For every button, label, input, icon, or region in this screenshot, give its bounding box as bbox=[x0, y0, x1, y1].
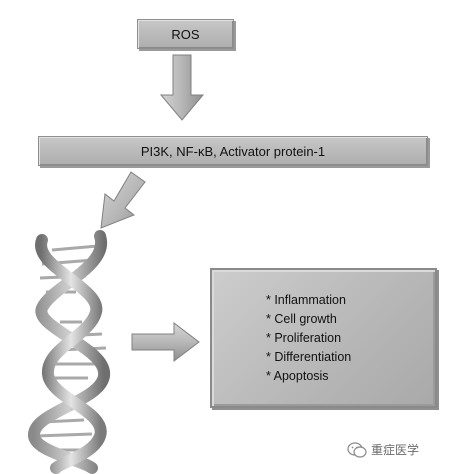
outcome-item: * Differentiation bbox=[266, 350, 352, 364]
outcome-item: * Inflammation bbox=[266, 293, 346, 307]
outcome-item: * Cell growth bbox=[266, 312, 337, 326]
pathway-label: PI3K, NF-κB, Activator protein-1 bbox=[140, 143, 326, 159]
ros-label: ROS bbox=[171, 26, 200, 42]
dna-strand-front bbox=[35, 234, 107, 474]
watermark-text: 重症医学 bbox=[371, 443, 420, 457]
wechat-icon bbox=[347, 441, 367, 458]
diagonal-arrow-icon bbox=[100, 171, 146, 229]
outcomes-list: * Inflammation * Cell growth * Prolifera… bbox=[266, 291, 351, 386]
outcomes-box: * Inflammation * Cell growth * Prolifera… bbox=[210, 268, 437, 408]
dna-double-helix-icon bbox=[28, 230, 110, 474]
watermark: 重症医学 bbox=[347, 441, 419, 458]
outcome-item: * Proliferation bbox=[266, 331, 342, 345]
right-arrow-icon bbox=[131, 321, 200, 363]
outcome-item: * Apoptosis bbox=[266, 369, 329, 383]
dna-strand-back bbox=[28, 230, 110, 474]
ros-box: ROS bbox=[137, 19, 234, 49]
down-arrow-icon bbox=[159, 54, 205, 121]
pathway-box: PI3K, NF-κB, Activator protein-1 bbox=[38, 136, 428, 166]
